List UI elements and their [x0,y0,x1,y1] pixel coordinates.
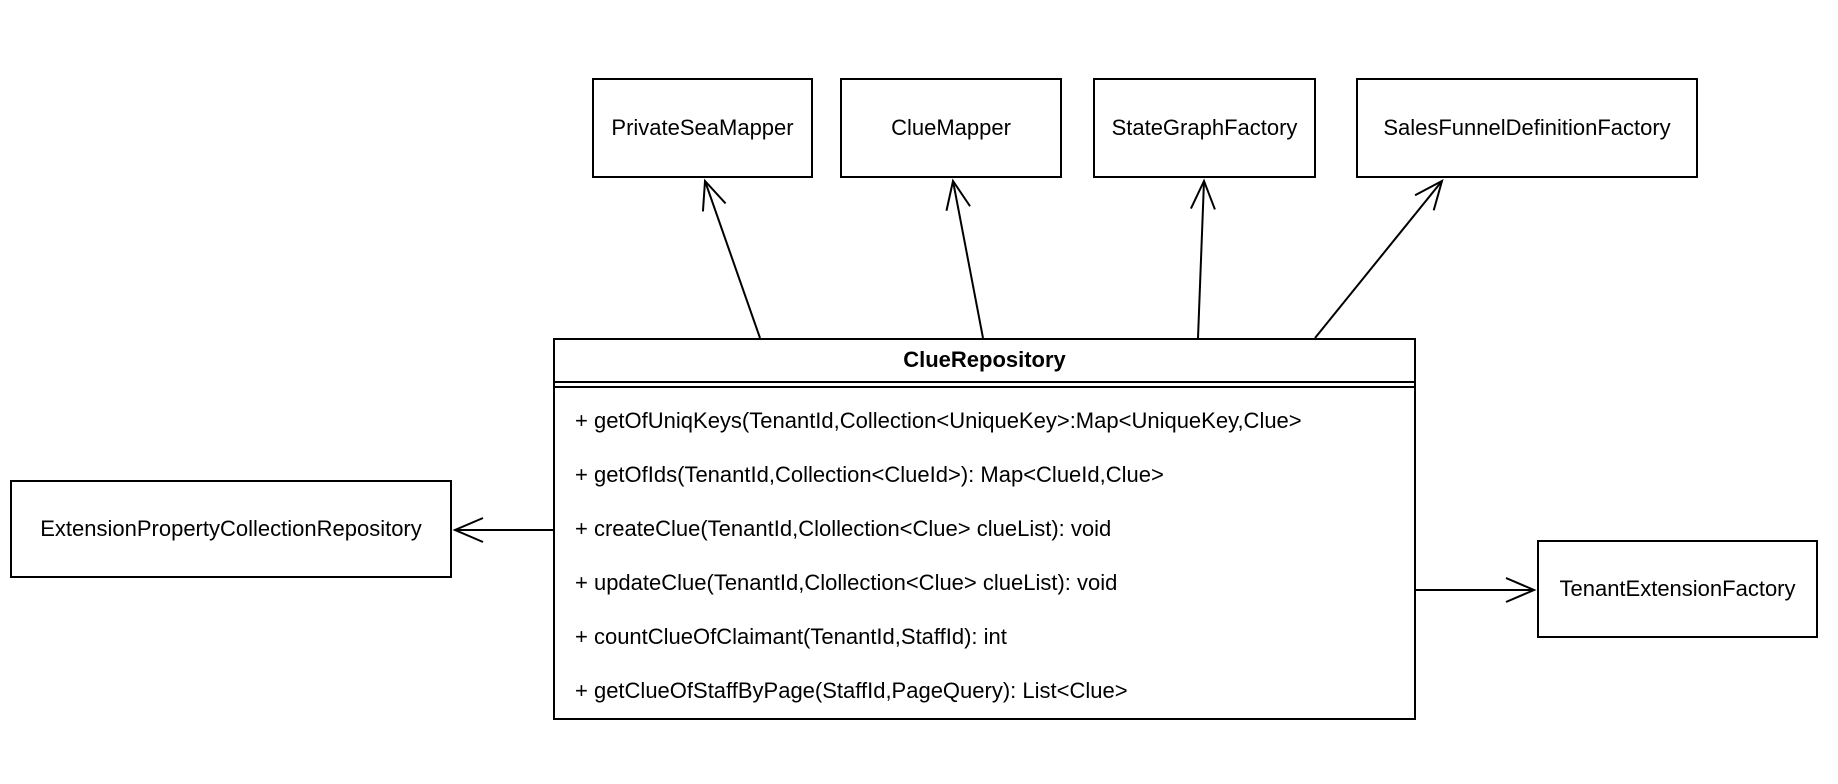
class-attributes-compartment [555,383,1414,388]
class-name-label: SalesFunnelDefinitionFactory [1383,115,1671,140]
connector-cluerepository-to-stategraphfactory [1190,178,1216,339]
connector-cluerepository-to-salesfunneldefinitionfactory [1314,179,1444,339]
method-get-of-uniq-keys: + getOfUniqKeys(TenantId,Collection<Uniq… [575,408,1302,433]
class-box-private-sea-mapper: PrivateSeaMapper [592,78,813,178]
class-name-label: ClueRepository [903,347,1066,373]
class-title: ClueRepository [555,340,1414,383]
connector-cluerepository-to-cluemapper [945,178,984,339]
class-box-extension-property-collection-repository: ExtensionPropertyCollectionRepository [10,480,452,578]
class-name-label: StateGraphFactory [1111,115,1298,140]
method-count-clue-of-claimant: + countClueOfClaimant(TenantId,StaffId):… [575,624,1007,649]
class-box-tenant-extension-factory: TenantExtensionFactory [1537,540,1818,638]
class-name-label: ExtensionPropertyCollectionRepository [40,516,422,541]
class-name-label: PrivateSeaMapper [611,115,794,140]
class-box-clue-repository: ClueRepository + getOfUniqKeys(TenantId,… [553,338,1416,720]
class-methods-compartment: + getOfUniqKeys(TenantId,Collection<Uniq… [555,388,1414,718]
class-box-clue-mapper: ClueMapper [840,78,1062,178]
method-get-clue-of-staff-by-page: + getClueOfStaffByPage(StaffId,PageQuery… [575,678,1128,703]
connector-cluerepository-to-privateseamapper [701,178,761,339]
class-box-sales-funnel-definition-factory: SalesFunnelDefinitionFactory [1356,78,1698,178]
class-name-label: ClueMapper [891,115,1011,140]
method-update-clue: + updateClue(TenantId,Clollection<Clue> … [575,570,1118,595]
class-name-label: TenantExtensionFactory [1559,576,1796,601]
method-get-of-ids: + getOfIds(TenantId,Collection<ClueId>):… [575,462,1164,487]
method-create-clue: + createClue(TenantId,Clollection<Clue> … [575,516,1112,541]
class-box-state-graph-factory: StateGraphFactory [1093,78,1316,178]
